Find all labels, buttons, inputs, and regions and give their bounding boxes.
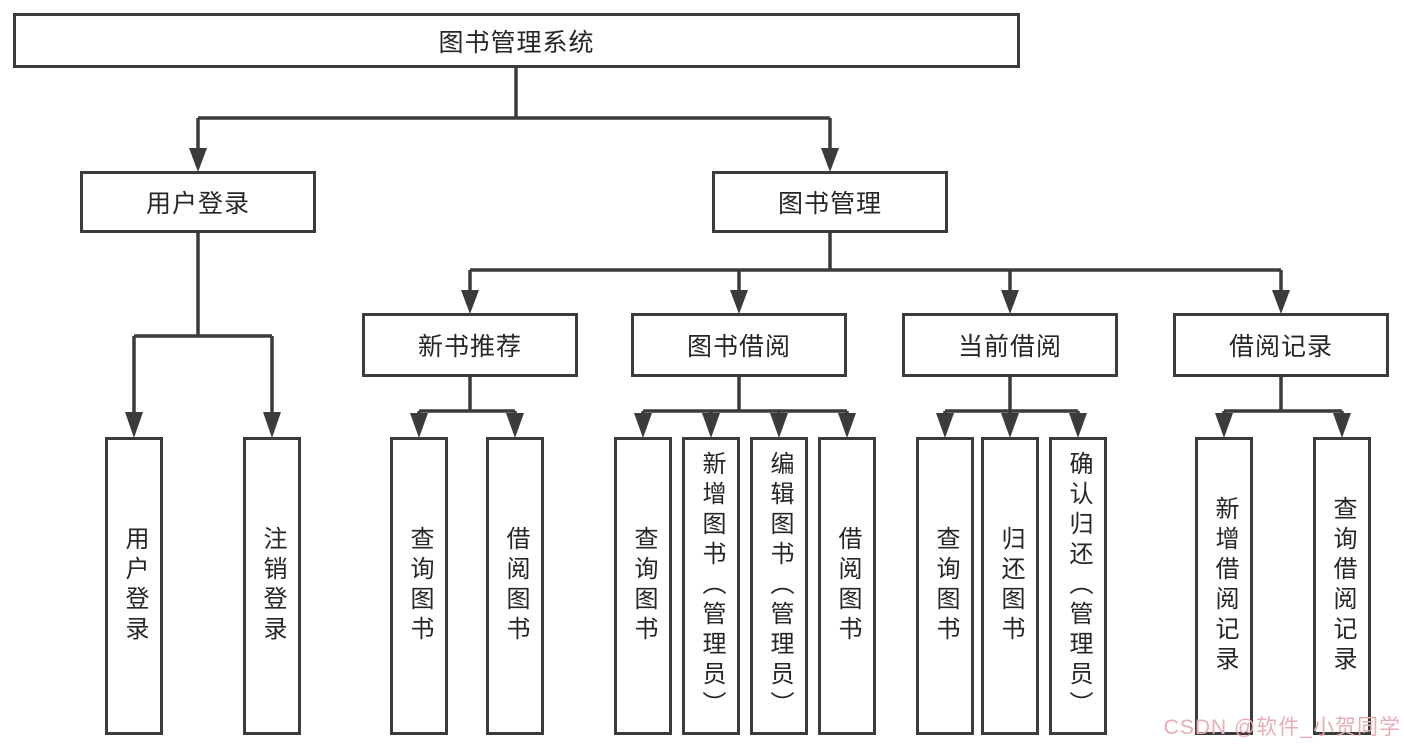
leaf-borrow-book: 借阅图书: [818, 437, 876, 735]
leaf-borrow-book-label: 借阅图书: [834, 526, 861, 646]
leaf-query-book-borrow: 查询图书: [614, 437, 672, 735]
node-book-management: 图书管理: [712, 171, 948, 233]
leaf-user-login-label: 用户登录: [121, 526, 148, 646]
leaf-add-book-admin: 新增图书（管理员）: [682, 437, 740, 735]
node-book-borrow: 图书借阅: [631, 313, 847, 377]
leaf-query-borrow-record-label: 查询借阅记录: [1329, 496, 1356, 676]
node-user-login-label: 用户登录: [145, 190, 250, 218]
leaf-logout: 注销登录: [243, 437, 301, 735]
leaf-borrow-book-recommend-label: 借阅图书: [502, 526, 529, 646]
node-root: 图书管理系统: [13, 13, 1020, 68]
leaf-query-book-recommend-label: 查询图书: [406, 526, 433, 646]
leaf-return-book: 归还图书: [981, 437, 1039, 735]
leaf-query-borrow-record: 查询借阅记录: [1313, 437, 1371, 735]
leaf-query-book-current: 查询图书: [916, 437, 974, 735]
leaf-query-book-recommend: 查询图书: [390, 437, 448, 735]
leaf-edit-book-admin: 编辑图书（管理员）: [750, 437, 808, 735]
leaf-add-borrow-record: 新增借阅记录: [1195, 437, 1253, 735]
leaf-confirm-return-admin-label: 确认归还（管理员）: [1065, 451, 1092, 721]
leaf-confirm-return-admin: 确认归还（管理员）: [1049, 437, 1107, 735]
leaf-edit-book-admin-label: 编辑图书（管理员）: [766, 451, 793, 721]
leaf-query-book-current-label: 查询图书: [932, 526, 959, 646]
node-new-book-recommend: 新书推荐: [362, 313, 578, 377]
leaf-add-book-admin-label: 新增图书（管理员）: [698, 451, 725, 721]
leaf-query-book-borrow-label: 查询图书: [630, 526, 657, 646]
csdn-watermark: CSDN @软件_小贺同学: [1163, 716, 1401, 739]
node-root-label: 图书管理系统: [438, 28, 595, 57]
leaf-borrow-book-recommend: 借阅图书: [486, 437, 544, 735]
node-current-borrow-label: 当前借阅: [957, 333, 1062, 361]
node-current-borrow: 当前借阅: [902, 313, 1118, 377]
node-book-management-label: 图书管理: [777, 190, 882, 218]
leaf-return-book-label: 归还图书: [997, 526, 1024, 646]
leaf-add-borrow-record-label: 新增借阅记录: [1211, 496, 1238, 676]
node-new-book-recommend-label: 新书推荐: [417, 333, 522, 361]
leaf-logout-label: 注销登录: [259, 526, 286, 646]
node-borrow-record: 借阅记录: [1173, 313, 1389, 377]
leaf-user-login: 用户登录: [105, 437, 163, 735]
node-user-login: 用户登录: [80, 171, 316, 233]
node-borrow-record-label: 借阅记录: [1228, 333, 1333, 361]
node-book-borrow-label: 图书借阅: [686, 333, 791, 361]
